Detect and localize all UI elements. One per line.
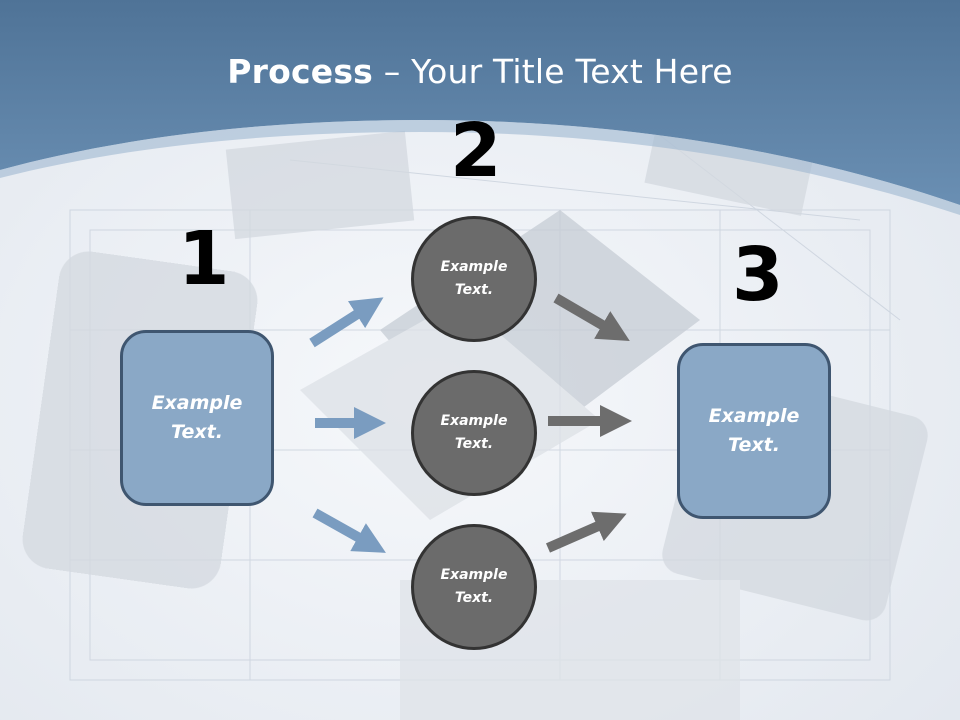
box-right: Example Text. xyxy=(677,343,831,519)
box-left-text: Example Text. xyxy=(151,392,243,443)
box-right-text: Example Text. xyxy=(708,405,800,456)
blue-arrow-up xyxy=(309,297,384,348)
gray-arrow-down xyxy=(553,293,630,342)
step-number-2: 2 xyxy=(450,108,502,194)
circle-bottom-text: Example Text. xyxy=(440,567,508,606)
title-bold: Process xyxy=(227,52,374,91)
circle-top: Example Text. xyxy=(411,216,537,342)
slide-title: Process – Your Title Text Here xyxy=(0,52,960,91)
blue-arrow-down xyxy=(312,508,386,553)
circle-middle-text: Example Text. xyxy=(440,413,508,452)
title-rest: – Your Title Text Here xyxy=(373,52,733,91)
box-left: Example Text. xyxy=(120,330,274,506)
step-number-1: 1 xyxy=(178,216,230,302)
step-number-3: 3 xyxy=(732,232,784,318)
gray-arrow-up xyxy=(545,511,627,553)
circle-top-text: Example Text. xyxy=(440,259,508,298)
circle-middle: Example Text. xyxy=(411,370,537,496)
circle-bottom: Example Text. xyxy=(411,524,537,650)
